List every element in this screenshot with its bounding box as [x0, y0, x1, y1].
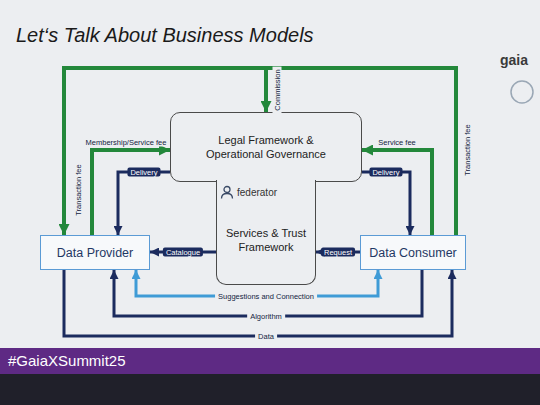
logo-ring — [511, 81, 533, 103]
flow-label: Catalogue — [163, 248, 203, 257]
slide-ground — [0, 0, 540, 348]
label-text: Transaction fee — [463, 124, 472, 175]
flow-connector — [362, 150, 432, 235]
flow-label: Suggestions and Connection — [215, 292, 317, 301]
icon-head — [224, 187, 230, 193]
node-text: Data Provider — [57, 246, 133, 260]
flow-label: Data — [255, 332, 277, 341]
label-text: gaia — [500, 52, 528, 68]
role-label: federator — [220, 185, 277, 199]
node-text: Legal Framework & Operational Governance — [199, 133, 334, 162]
hashtag: #GaiaXSummit25 — [8, 352, 126, 369]
label-text: federator — [237, 187, 277, 198]
party-box: Data Consumer — [360, 235, 466, 270]
flow-label: Request — [321, 248, 355, 257]
node-text: Services & Trust Framework — [223, 226, 309, 255]
flow-label: Service fee — [375, 138, 419, 147]
flow-label: Delivery — [369, 168, 402, 177]
edge-note: Transaction fee — [463, 121, 472, 178]
governance-box: Legal Framework & Operational Governance — [170, 112, 362, 182]
flow-connector — [118, 172, 170, 235]
flow-label: Transaction fee — [74, 161, 83, 218]
slide-title: Let‘s Talk About Business Models — [16, 24, 314, 47]
flow-label: Algorithm — [247, 312, 285, 321]
party-box: Data Provider — [40, 235, 150, 270]
flow-connector — [362, 172, 410, 235]
flow-label: Delivery — [127, 168, 160, 177]
person-icon — [220, 185, 234, 199]
stage-floor — [0, 374, 540, 405]
logo-text: gaia — [500, 52, 528, 68]
flow-label: Commission — [273, 66, 282, 113]
node-text: Data Consumer — [369, 246, 457, 260]
hashtag-bar — [0, 348, 540, 374]
flow-connector — [92, 150, 170, 235]
icon-body — [222, 194, 233, 199]
label-text: #GaiaXSummit25 — [8, 352, 126, 369]
flow-label: Membership/Service fee — [83, 138, 170, 147]
